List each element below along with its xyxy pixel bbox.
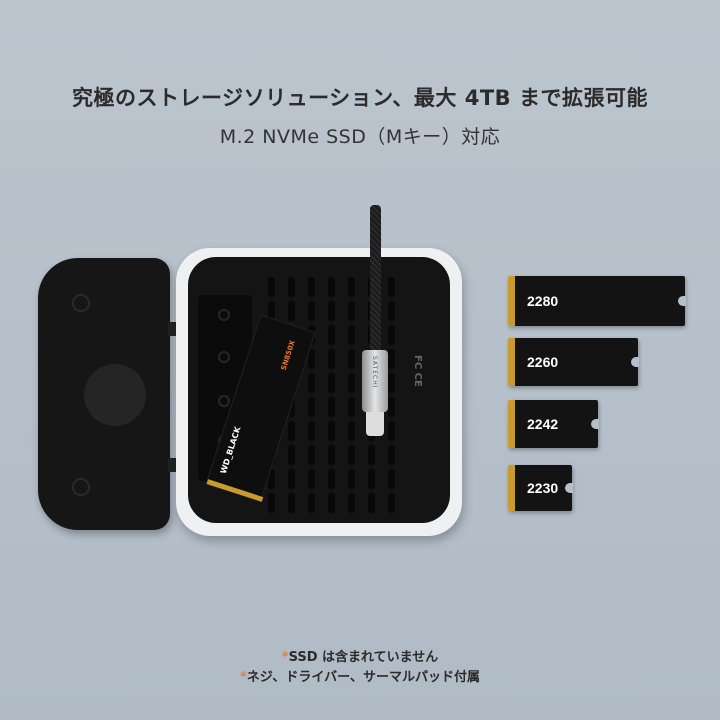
ssd-2230: 2230 — [508, 465, 573, 511]
note-text: ネジ、ドライバー、サーマルパッド付属 — [246, 670, 481, 685]
vent-slot — [308, 277, 315, 297]
vent-slot — [368, 493, 375, 513]
ssd-brand-label: WD_BLACK — [218, 425, 243, 475]
dock-enclosure: SN850X WD_BLACK — [176, 248, 462, 536]
vent-slot — [308, 445, 315, 465]
vent-slot — [348, 397, 355, 417]
usb-c-connector — [366, 412, 384, 436]
cable-brand: SATECHI — [371, 356, 378, 389]
note-ssd-not-included: *SSD は含まれていません — [0, 650, 720, 666]
vent-slot — [308, 301, 315, 321]
ssd-2242: 2242 — [508, 400, 599, 448]
ssd-model-label: SN850X — [279, 339, 297, 372]
vent-slot — [328, 277, 335, 297]
vent-slot — [308, 373, 315, 393]
vent-slot — [388, 325, 395, 345]
screw-hole — [218, 351, 230, 363]
vent-slot — [348, 421, 355, 441]
vent-slot — [308, 493, 315, 513]
vent-slot — [308, 469, 315, 489]
vent-slot — [328, 493, 335, 513]
subheadline: M.2 NVMe SSD（Mキー）対応 — [219, 126, 501, 148]
vent-slot — [268, 493, 275, 513]
vent-slot — [388, 301, 395, 321]
vent-slot — [328, 421, 335, 441]
screw-hole — [218, 309, 230, 321]
vent-slot — [368, 445, 375, 465]
vent-slot — [268, 301, 275, 321]
ssd-2260: 2260 — [508, 338, 639, 386]
usb-c-cable — [370, 205, 381, 355]
vent-slot — [348, 301, 355, 321]
vent-slot — [268, 277, 275, 297]
dock-underside: SN850X WD_BLACK — [188, 257, 450, 523]
ssd-size-label: 2280 — [527, 293, 559, 309]
note-text: SSD は含まれていません — [288, 650, 439, 665]
vent-slot — [368, 469, 375, 489]
vent-slot — [388, 397, 395, 417]
vent-slot — [308, 421, 315, 441]
vent-slot — [388, 277, 395, 297]
certification-marks: FC CE — [412, 355, 423, 387]
vent-slot — [308, 349, 315, 369]
enclosure-cover — [38, 258, 178, 530]
vent-slot — [388, 445, 395, 465]
usb-c-plug: SATECHI — [362, 350, 388, 412]
vent-slot — [348, 469, 355, 489]
vent-slot — [388, 469, 395, 489]
vent-slot — [288, 421, 295, 441]
vent-slot — [328, 373, 335, 393]
vent-slot — [348, 349, 355, 369]
vent-slot — [328, 445, 335, 465]
vent-slot — [268, 469, 275, 489]
ssd-size-label: 2260 — [527, 354, 559, 370]
vent-slot — [348, 325, 355, 345]
ssd-size-label: 2242 — [527, 416, 559, 432]
screw-hole — [218, 395, 230, 407]
vent-slot — [288, 469, 295, 489]
vent-slot — [388, 373, 395, 393]
latch-tab — [168, 458, 178, 472]
vent-slot — [328, 325, 335, 345]
ssd-size-label: 2230 — [527, 480, 559, 496]
vent-slot — [388, 421, 395, 441]
vent-slot — [348, 445, 355, 465]
vent-slot — [328, 349, 335, 369]
vent-slot — [288, 445, 295, 465]
ssd-2280: 2280 — [508, 276, 686, 326]
vent-slot — [288, 397, 295, 417]
vent-slot — [328, 397, 335, 417]
vent-slot — [328, 301, 335, 321]
rubber-foot — [72, 294, 90, 312]
asterisk: * — [239, 670, 247, 685]
latch-tab — [168, 322, 178, 336]
vent-slot — [348, 373, 355, 393]
vent-slot — [348, 277, 355, 297]
vent-slot — [288, 301, 295, 321]
vent-slot — [328, 469, 335, 489]
vent-slot — [288, 277, 295, 297]
vent-slot — [348, 493, 355, 513]
headline: 究極のストレージソリューション、最大 4TB まで拡張可能 — [72, 86, 648, 110]
vent-slot — [308, 397, 315, 417]
ssd-gold-contacts — [206, 479, 264, 502]
vent-slot — [388, 493, 395, 513]
note-accessories-included: *ネジ、ドライバー、サーマルパッド付属 — [0, 670, 720, 686]
vent-slot — [288, 493, 295, 513]
vent-slot — [388, 349, 395, 369]
asterisk: * — [281, 650, 289, 665]
fan-vent — [84, 364, 146, 426]
rubber-foot — [72, 478, 90, 496]
